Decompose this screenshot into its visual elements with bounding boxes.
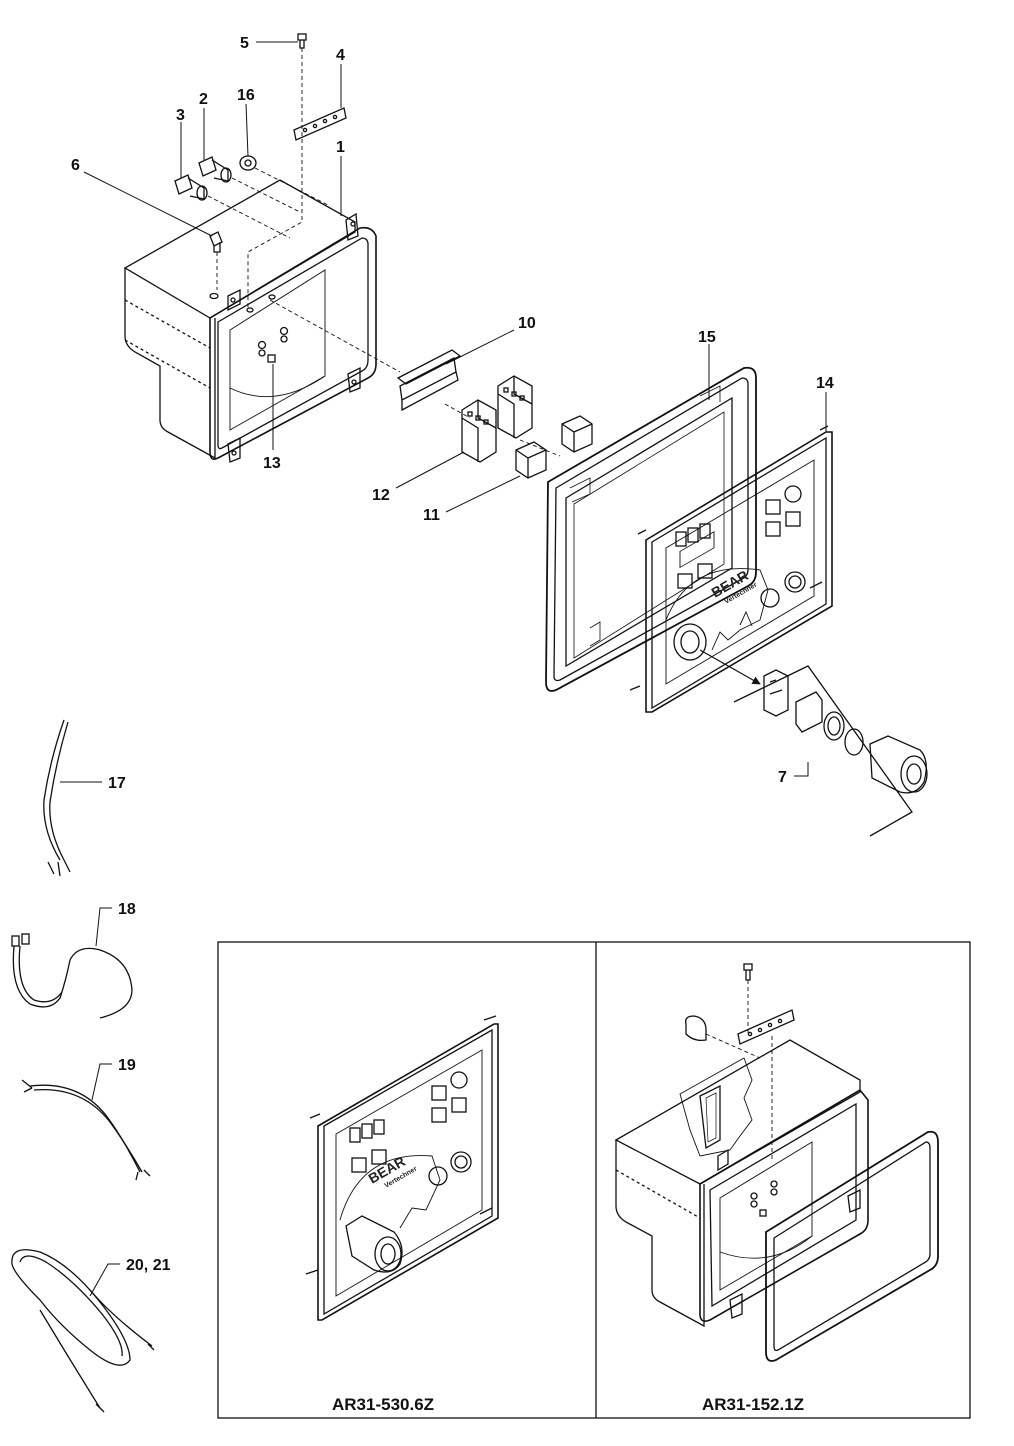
variant-b-label: AR31-152.1Z [702,1395,804,1414]
cable-20-21 [11,1249,155,1413]
callout-14: 14 [816,375,834,392]
cable-18 [11,933,133,1019]
callout-6: 6 [71,157,80,174]
cable-17 [43,719,71,877]
callout-3: 3 [176,107,185,124]
callout-leader-lines [60,41,827,1297]
blanking-plug-16 [239,155,257,171]
pressure-fitting-6 [209,231,223,253]
assembly-guide-lines [207,48,561,457]
enclosure-housing [123,179,377,463]
variant-a-front-panel [305,1015,499,1321]
din-rail-10 [396,349,462,412]
screw-5 [297,33,307,49]
gasket-frame-15 [545,366,757,692]
callout-20-21: 20, 21 [126,1257,171,1274]
callout-13: 13 [263,455,281,472]
callout-15: 15 [698,329,716,346]
ground-stud-fittings [257,326,289,363]
callout-2: 2 [199,91,208,108]
cable-gland-2 [198,156,232,183]
callout-4: 4 [336,47,345,64]
variants-frame [217,941,971,1419]
callout-17: 17 [108,775,126,792]
callout-7: 7 [778,769,787,786]
relay-socket-12 [461,375,533,463]
cable-gland-3 [174,174,208,201]
emergency-stop-assembly-7 [733,665,928,837]
callout-5: 5 [240,35,249,52]
relay-11 [515,415,593,479]
assembly-arrow [699,649,761,685]
callout-18: 18 [118,901,136,918]
callout-12: 12 [372,487,390,504]
callout-19: 19 [118,1057,136,1074]
callout-11: 11 [423,507,440,524]
variant-b-enclosure [614,963,939,1362]
variant-a-label: AR31-530.6Z [332,1395,434,1414]
mounting-bracket-4 [293,107,347,141]
callout-10: 10 [518,315,536,332]
callout-1: 1 [336,139,345,156]
callout-16: 16 [237,87,255,104]
cable-19 [21,1079,151,1181]
